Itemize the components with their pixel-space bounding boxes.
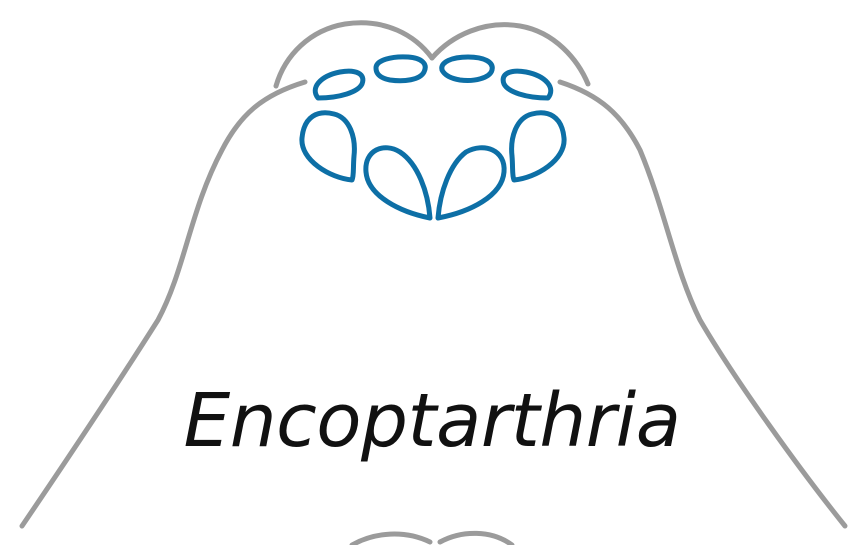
scale-internasal-right xyxy=(442,57,492,81)
snout-right-lobe xyxy=(432,25,588,84)
scale-internasal-left xyxy=(376,57,425,81)
scale-frontal-right xyxy=(438,148,504,218)
scale-prefrontal-left xyxy=(302,113,354,180)
neck-curve-right xyxy=(440,533,512,545)
scale-rostral-left xyxy=(315,71,363,98)
taxon-label: Encoptarthria xyxy=(0,384,864,458)
snout-left-lobe xyxy=(276,23,432,86)
scale-frontal-left xyxy=(366,148,430,218)
scale-prefrontal-right xyxy=(512,113,564,180)
head-scales xyxy=(302,57,564,218)
head-outline xyxy=(22,23,845,545)
scale-rostral-right xyxy=(503,71,551,98)
neck-curve-left xyxy=(352,534,430,545)
